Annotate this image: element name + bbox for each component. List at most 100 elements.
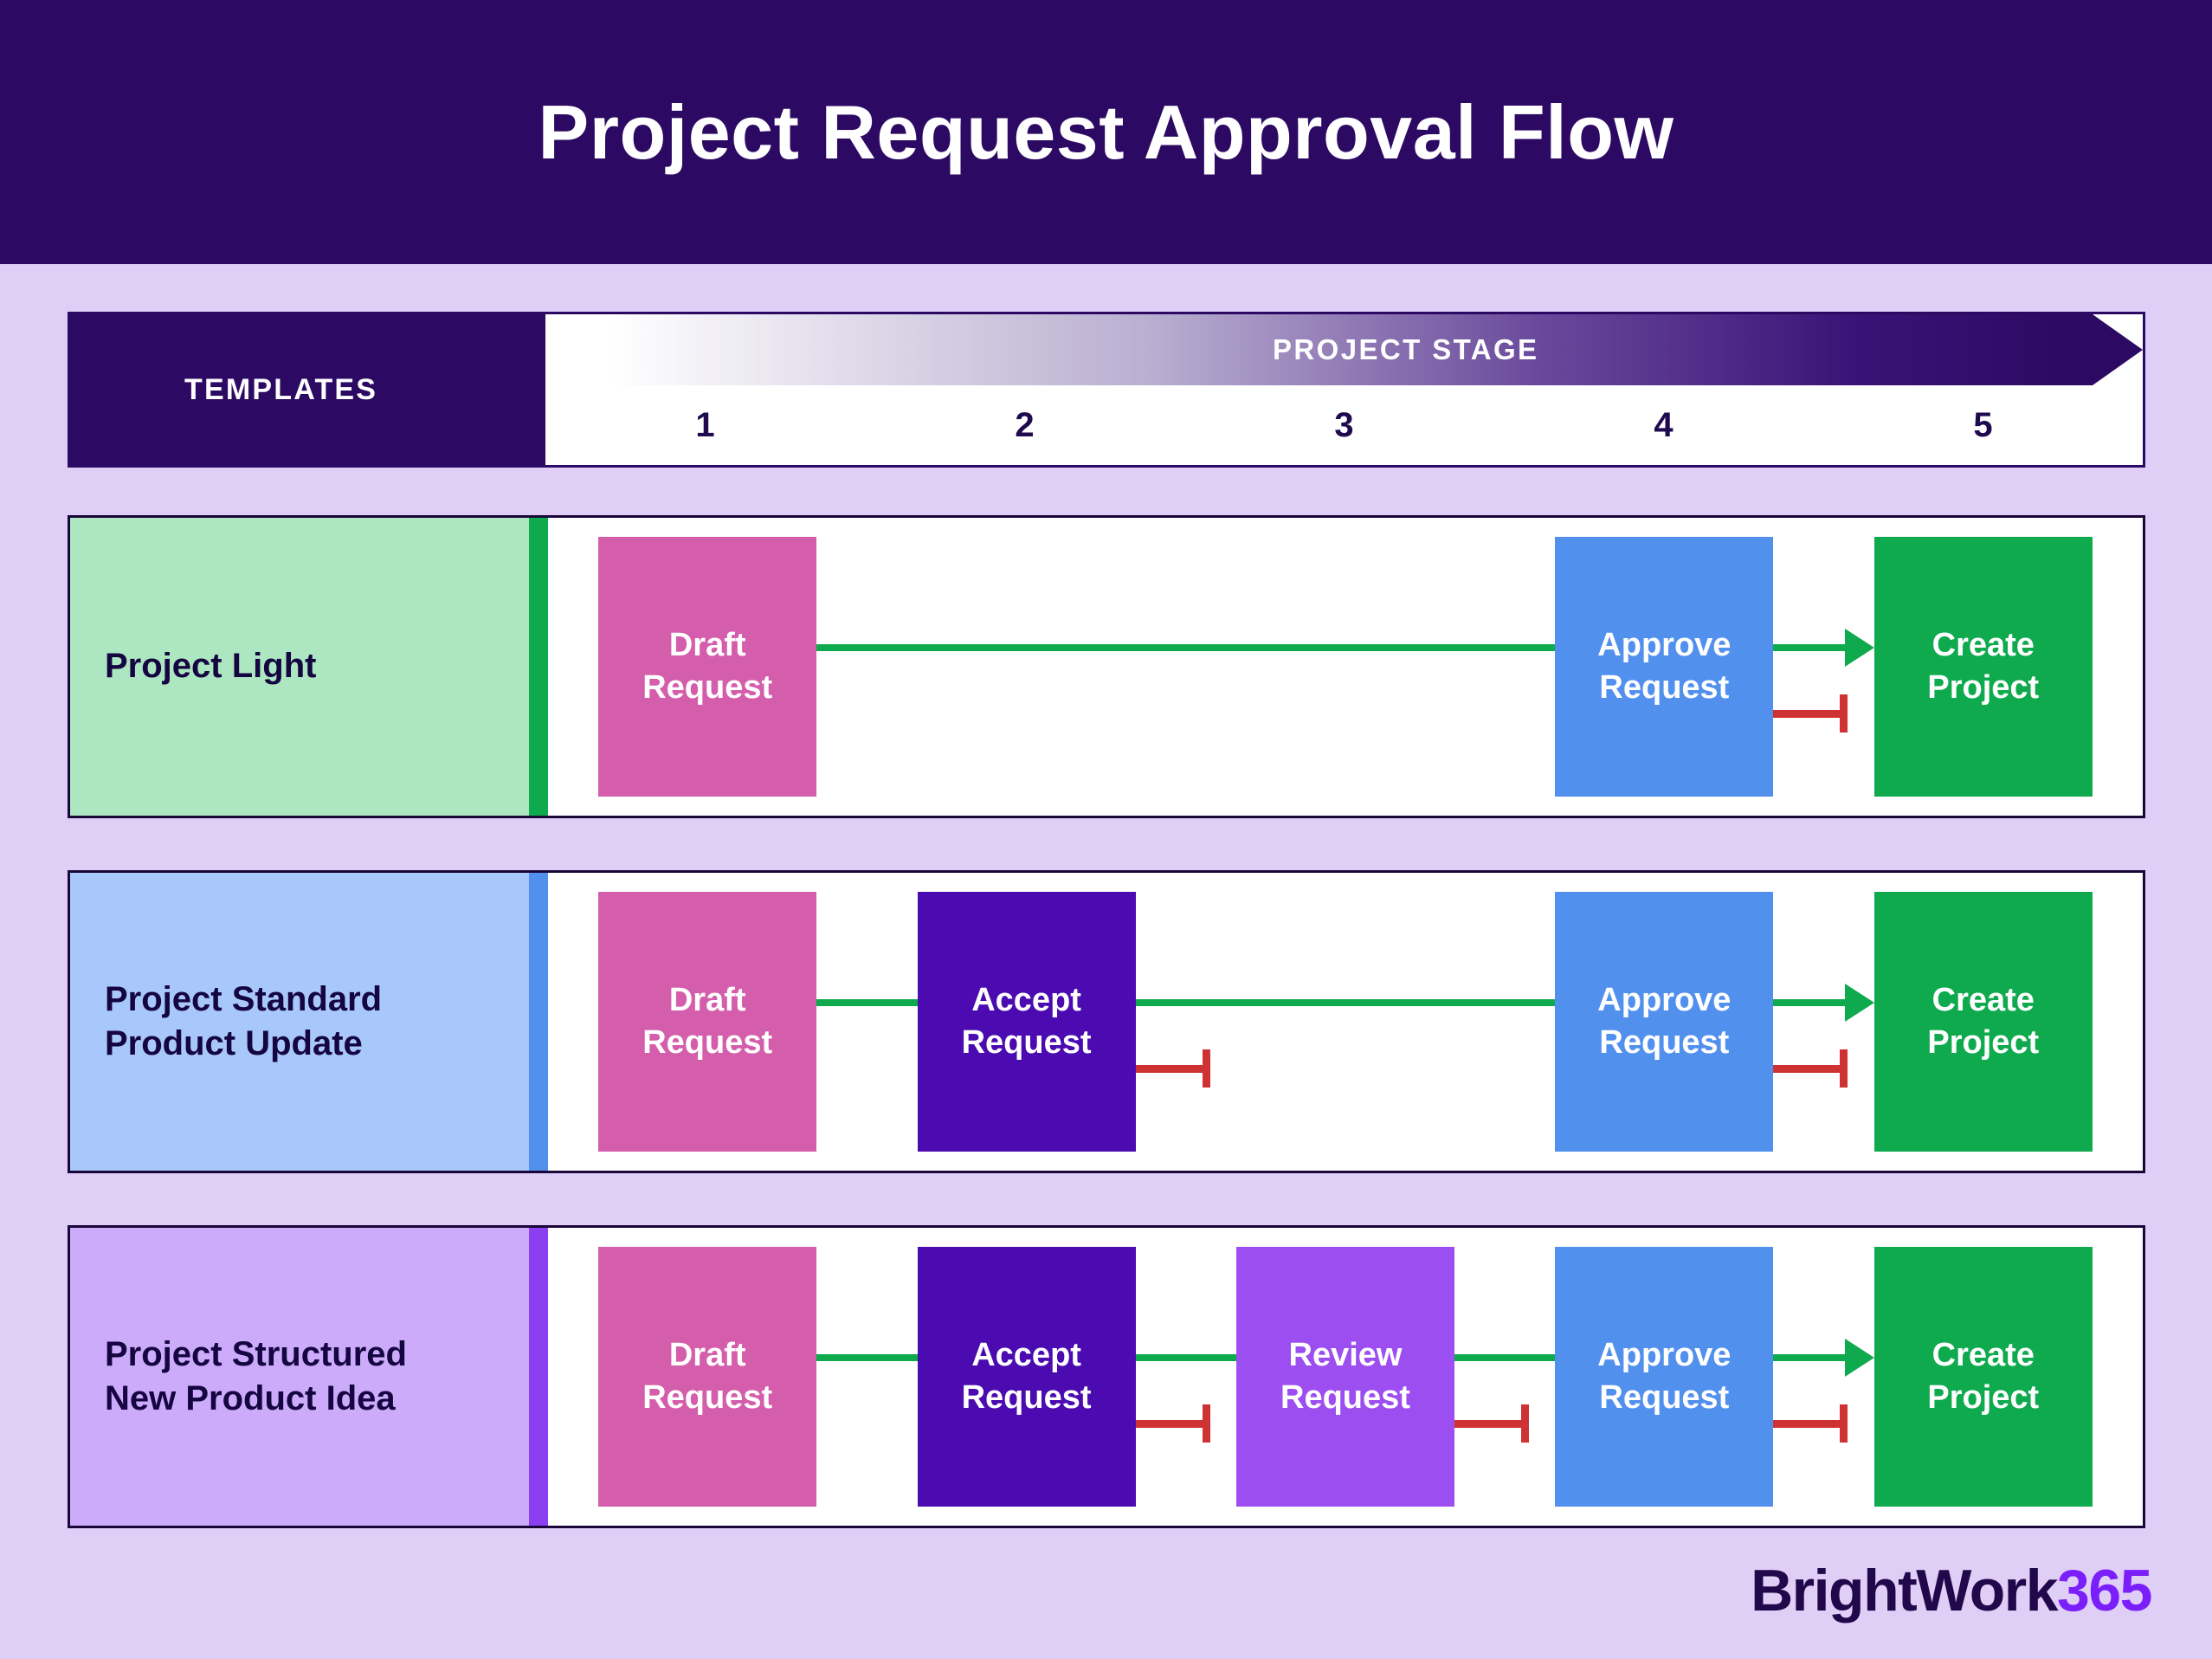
flow-node-line-1: Create	[1931, 1337, 2035, 1374]
rejection-path-line	[1454, 1420, 1529, 1428]
flow-node-line-1: Accept	[971, 1337, 1081, 1374]
stage-number-2: 2	[1015, 405, 1035, 444]
approval-path-line	[1773, 644, 1845, 651]
template-label-cell: Project Standard Product Update	[70, 873, 548, 1171]
rejection-path-line	[1773, 710, 1848, 718]
rejection-stop-icon	[1840, 1049, 1848, 1088]
flow-node-line-1: Accept	[971, 982, 1081, 1019]
approval-path-line	[1773, 999, 1845, 1006]
rejection-stop-icon	[1840, 694, 1848, 733]
flow-node-line-2: Project	[1927, 1024, 2040, 1061]
template-accent-bar	[529, 873, 548, 1171]
flow-node-line-2: Request	[1599, 669, 1730, 706]
flow-node-line-2: Project	[1927, 1379, 2040, 1416]
approval-path-line	[1135, 1354, 1236, 1361]
rejection-stop-icon	[1521, 1404, 1529, 1443]
approval-arrow-icon	[1844, 629, 1874, 667]
rejection-stop-icon	[1840, 1404, 1848, 1443]
template-row[interactable]: Project Structured New Product Idea Draft…	[68, 1225, 2145, 1528]
flow-node-line-1: Draft	[668, 1337, 746, 1374]
approval-path-line	[1135, 999, 1556, 1006]
flow-node-line-2: Request	[642, 1379, 773, 1416]
project-stage-gradient-arrow: PROJECT STAGE	[545, 314, 2143, 385]
logo-suffix: 365	[2057, 1558, 2152, 1623]
template-name: Project Standard Product Update	[105, 979, 383, 1062]
title-banner: Project Request Approval Flow	[0, 0, 2212, 264]
templates-header-cell: TEMPLATES	[68, 312, 545, 468]
flow-node-line-2: Request	[961, 1024, 1092, 1061]
logo-wordmark: BrightWork	[1751, 1558, 2058, 1623]
approval-path-line	[816, 644, 1556, 651]
flow-node-line-1: Create	[1931, 982, 2035, 1019]
flow-node-line-1: Approve	[1597, 1337, 1732, 1374]
approval-path-line	[1454, 1354, 1556, 1361]
rejection-path-line	[1773, 1420, 1848, 1428]
flow-node-line-2: Request	[1280, 1379, 1410, 1416]
template-accent-bar	[529, 1228, 548, 1526]
approval-arrow-icon	[1844, 1339, 1874, 1377]
stage-number-1: 1	[695, 405, 715, 444]
approval-arrow-icon	[1844, 984, 1874, 1022]
template-label-cell: Project Light	[70, 518, 548, 816]
flow-node-line-2: Request	[961, 1379, 1092, 1416]
template-name: Project Structured New Product Idea	[105, 1334, 407, 1417]
flow-node-line-2: Request	[642, 669, 773, 706]
flow-node-line-1: Draft	[668, 627, 746, 664]
stage-number-5: 5	[1973, 405, 1993, 444]
flow-node-line-1: Approve	[1597, 627, 1732, 664]
stage-number-3: 3	[1334, 405, 1354, 444]
approval-path-line	[816, 999, 918, 1006]
page-title: Project Request Approval Flow	[538, 88, 1674, 175]
rejection-path-line	[1135, 1420, 1210, 1428]
flow-node-line-1: Draft	[668, 982, 746, 1019]
flow-node-line-1: Review	[1288, 1337, 1403, 1374]
brightwork365-logo: BrightWork365	[1751, 1557, 2152, 1624]
flow-node-line-1: Approve	[1597, 982, 1732, 1019]
templates-header-label: TEMPLATES	[184, 372, 378, 406]
flow-node-line-2: Request	[1599, 1024, 1730, 1061]
flow-node-line-2: Request	[642, 1024, 773, 1061]
flow-node-line-2: Project	[1927, 669, 2040, 706]
rejection-stop-icon	[1202, 1049, 1210, 1088]
flow-node-line-2: Request	[1599, 1379, 1730, 1416]
rejection-path-line	[1135, 1065, 1210, 1073]
approval-path-line	[1773, 1354, 1845, 1361]
rejection-stop-icon	[1202, 1404, 1210, 1443]
template-accent-bar	[529, 518, 548, 816]
template-name: Project Light	[105, 647, 317, 686]
approval-path-line	[816, 1354, 918, 1361]
